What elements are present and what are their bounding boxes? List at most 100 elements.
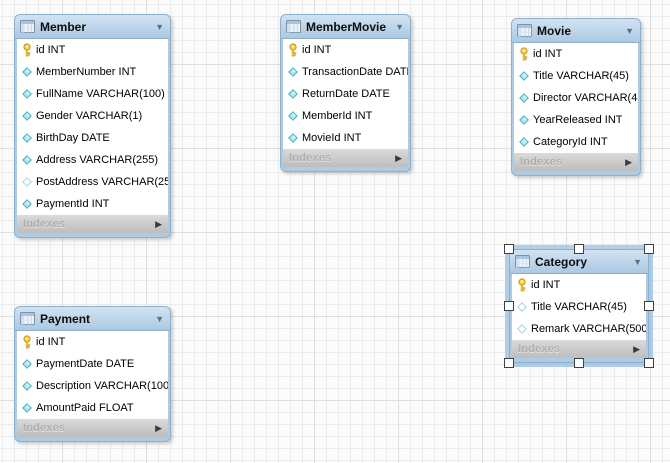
column-list: id INT MemberNumber INT FullName VARCHAR… [17,39,168,215]
column-icon [287,89,298,99]
collapse-arrow-icon[interactable]: ▼ [625,25,634,36]
column-row[interactable]: Director VARCHAR(45) [514,87,638,109]
column-row[interactable]: id INT [283,39,408,61]
column-row[interactable]: AmountPaid FLOAT [17,397,168,419]
column-row[interactable]: Title VARCHAR(45) [512,296,646,318]
table-header[interactable]: Member▼ [15,15,170,39]
column-row[interactable]: CategoryId INT [514,131,638,153]
column-label: id INT [36,44,66,56]
table-header[interactable]: Category ▼ [510,250,648,274]
column-label: id INT [533,48,563,60]
indexes-bar[interactable]: Indexes ▶ [514,153,638,171]
column-label: Director VARCHAR(45) [533,92,638,104]
column-nullable-icon [516,302,527,312]
column-icon [21,89,32,99]
column-label: MemberNumber INT [36,66,137,78]
column-row[interactable]: Remark VARCHAR(500) [512,318,646,340]
column-row[interactable]: Title VARCHAR(45) [514,65,638,87]
column-icon [287,133,298,143]
column-label: Address VARCHAR(255) [36,154,159,166]
table-header[interactable]: Payment ▼ [15,307,170,331]
table-payment[interactable]: Payment ▼ id INT PaymentDate DATE Descrip… [14,306,171,442]
column-row[interactable]: YearReleased INT [514,109,638,131]
table-movie[interactable]: Movie▼ id INT Title VARCHAR(45) Director… [511,18,641,176]
column-row[interactable]: MemberNumber INT [17,61,168,83]
column-row[interactable]: BirthDay DATE [17,127,168,149]
indexes-label: Indexes [289,152,332,164]
selection-handle[interactable] [644,358,654,368]
column-label: Title VARCHAR(45) [531,301,627,313]
selection-handle[interactable] [574,358,584,368]
primary-key-icon [516,278,527,292]
column-row[interactable]: PostAddress VARCHAR(255) [17,171,168,193]
column-nullable-icon [21,177,32,187]
expand-arrow-icon[interactable]: ▶ [395,152,402,163]
column-row[interactable]: id INT [17,331,168,353]
column-row[interactable]: FullName VARCHAR(100) [17,83,168,105]
selection-handle[interactable] [504,358,514,368]
column-list: id INT Title VARCHAR(45) Director VARCHA… [514,43,638,153]
table-category[interactable]: Category ▼ id INT Title VARCHAR(45) Remar… [509,249,649,363]
column-icon [21,403,32,413]
indexes-bar[interactable]: Indexes ▶ [283,149,408,167]
selection-handle[interactable] [644,301,654,311]
expand-arrow-icon[interactable]: ▶ [625,156,632,167]
column-icon [21,155,32,165]
table-icon [20,20,35,33]
selection-handle[interactable] [574,244,584,254]
column-list: id INT TransactionDate DATE ReturnDate D… [283,39,408,149]
indexes-bar[interactable]: Indexes ▶ [17,419,168,437]
column-row[interactable]: PaymentId INT [17,193,168,215]
indexes-bar[interactable]: Indexes▶ [17,215,168,233]
column-label: PaymentDate DATE [36,358,135,370]
column-label: id INT [302,44,332,56]
table-member[interactable]: Member▼ id INT MemberNumber INT FullName… [14,14,171,238]
selection-handle[interactable] [644,244,654,254]
expand-arrow-icon[interactable]: ▶ [155,422,162,433]
collapse-arrow-icon[interactable]: ▼ [155,21,164,32]
column-row[interactable]: MemberId INT [283,105,408,127]
expand-arrow-icon[interactable]: ▶ [155,218,162,229]
column-row[interactable]: ReturnDate DATE [283,83,408,105]
collapse-arrow-icon[interactable]: ▼ [395,21,404,32]
primary-key-icon [287,43,298,57]
column-icon [21,111,32,121]
expand-arrow-icon[interactable]: ▶ [633,343,640,354]
table-membermovie[interactable]: MemberMovie▼ id INT TransactionDate DATE… [280,14,411,172]
column-row[interactable]: id INT [512,274,646,296]
column-icon [21,381,32,391]
indexes-label: Indexes [520,156,563,168]
column-label: BirthDay DATE [36,132,110,144]
primary-key-icon [21,335,32,349]
primary-key-icon [518,47,529,61]
selection-handle[interactable] [504,244,514,254]
column-nullable-icon [516,324,527,334]
table-header[interactable]: Movie▼ [512,19,640,43]
table-icon [517,24,532,37]
column-label: YearReleased INT [533,114,623,126]
collapse-arrow-icon[interactable]: ▼ [155,313,164,324]
collapse-arrow-icon[interactable]: ▼ [633,256,642,267]
column-row[interactable]: MovieId INT [283,127,408,149]
column-row[interactable]: PaymentDate DATE [17,353,168,375]
column-row[interactable]: TransactionDate DATE [283,61,408,83]
table-title: Category [535,254,588,269]
column-row[interactable]: id INT [514,43,638,65]
table-title: Payment [40,311,91,326]
column-icon [518,71,529,81]
selection-handle[interactable] [504,301,514,311]
indexes-bar[interactable]: Indexes ▶ [512,340,646,358]
column-label: Description VARCHAR(100) [36,380,168,392]
indexes-label: Indexes [518,343,561,355]
column-row[interactable]: Description VARCHAR(100) [17,375,168,397]
column-row[interactable]: id INT [17,39,168,61]
indexes-label: Indexes [23,422,66,434]
column-row[interactable]: Address VARCHAR(255) [17,149,168,171]
column-icon [21,199,32,209]
column-icon [21,67,32,77]
column-icon [287,67,298,77]
column-label: ReturnDate DATE [302,88,390,100]
table-header[interactable]: MemberMovie▼ [281,15,410,39]
column-row[interactable]: Gender VARCHAR(1) [17,105,168,127]
